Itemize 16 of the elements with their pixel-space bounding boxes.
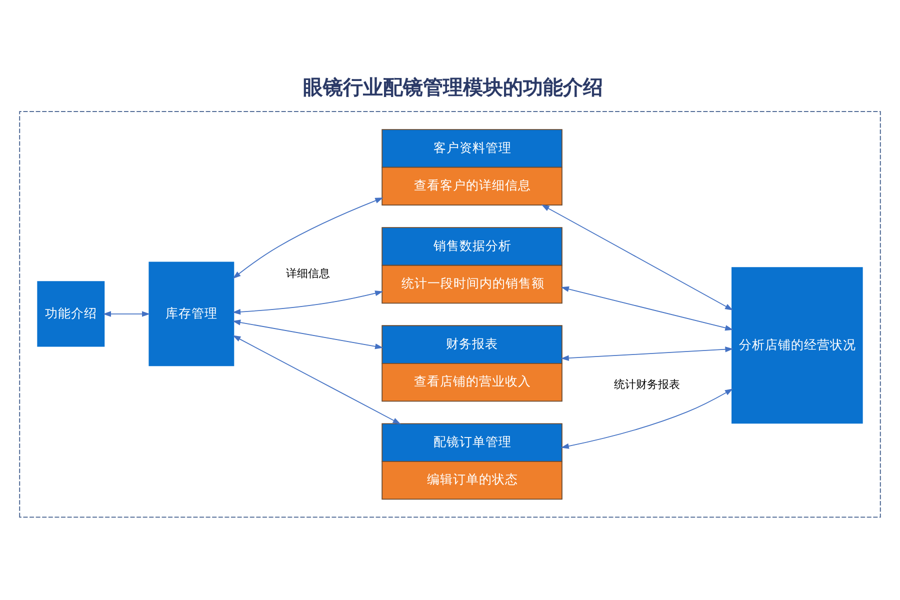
diagram-title: 眼镜行业配镜管理模块的功能介绍 — [302, 76, 603, 100]
cluster — [19, 111, 881, 518]
arrow — [232, 335, 401, 424]
arrow — [541, 204, 734, 310]
node-box: 库存管理 — [148, 262, 234, 366]
arrow — [232, 198, 384, 279]
node-box: 分析店铺的经营状况 — [732, 267, 863, 424]
label: 统计财务报表 — [614, 378, 680, 391]
arrow — [560, 388, 734, 449]
label: 详细信息 — [286, 267, 330, 280]
arrow — [102, 311, 150, 317]
node-box: 功能介绍 — [37, 281, 105, 347]
arrow — [232, 290, 384, 315]
arrow — [560, 346, 734, 361]
arrow — [560, 286, 734, 331]
arrow — [232, 320, 384, 350]
